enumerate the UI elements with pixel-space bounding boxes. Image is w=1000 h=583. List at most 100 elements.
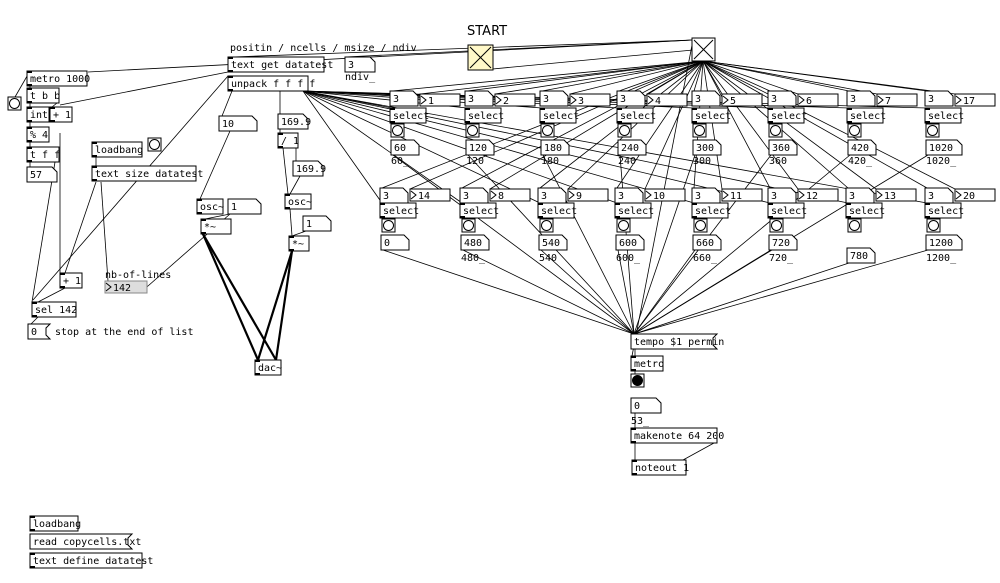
row1-val-2[interactable]: 180: [540, 139, 570, 156]
loader-loadbang-object[interactable]: loadbang: [29, 515, 81, 532]
row2-bang-3[interactable]: [616, 218, 631, 233]
mul-right-object[interactable]: *~: [288, 235, 310, 252]
row1-n-2[interactable]: 3: [539, 90, 569, 107]
row1-bang-2[interactable]: [540, 123, 555, 138]
main-toggle[interactable]: [691, 37, 716, 62]
row2-select-5[interactable]: select: [767, 202, 807, 219]
trigger-object[interactable]: t b b: [26, 87, 60, 104]
row1-select-0[interactable]: select: [389, 107, 429, 124]
num-1-left[interactable]: 1: [227, 198, 262, 215]
int-object[interactable]: int: [26, 106, 50, 123]
row1-n-4[interactable]: 3: [691, 90, 721, 107]
row2-n-1[interactable]: 3: [459, 187, 489, 204]
osc-right-object[interactable]: osc~: [284, 193, 312, 210]
metro-bang[interactable]: [7, 96, 22, 111]
row2-val-6[interactable]: 780: [846, 247, 876, 264]
stop-message[interactable]: 0: [27, 323, 52, 340]
row1-k-1[interactable]: 2: [494, 93, 536, 107]
row2-select-1[interactable]: select: [459, 202, 499, 219]
osc-left-object[interactable]: osc~: [196, 198, 224, 215]
row2-k-1[interactable]: 8: [489, 188, 531, 202]
metro-object[interactable]: metro 1000: [26, 70, 90, 87]
count-number[interactable]: 0: [630, 397, 662, 414]
row2-n-3[interactable]: 3: [614, 187, 644, 204]
row2-bang-4[interactable]: [693, 218, 708, 233]
row1-select-7[interactable]: select: [924, 107, 964, 124]
row2-n-7[interactable]: 3: [924, 187, 954, 204]
row1-select-3[interactable]: select: [616, 107, 656, 124]
row2-val-3[interactable]: 600: [615, 234, 645, 251]
row1-n-3[interactable]: 3: [616, 90, 646, 107]
row2-val-0[interactable]: 0: [380, 234, 410, 251]
row2-k-7[interactable]: 20: [954, 188, 996, 202]
ndiv-number[interactable]: 3: [344, 56, 376, 73]
start-toggle[interactable]: [467, 44, 494, 71]
row2-n-5[interactable]: 3: [767, 187, 797, 204]
row1-k-6[interactable]: 7: [876, 93, 918, 107]
loadbang-top-bang[interactable]: [147, 137, 162, 152]
row1-bang-3[interactable]: [617, 123, 632, 138]
makenote-object[interactable]: makenote 64 200: [630, 427, 724, 444]
row1-n-7[interactable]: 3: [924, 90, 954, 107]
row1-val-7[interactable]: 1020: [925, 139, 963, 156]
row2-select-2[interactable]: select: [537, 202, 577, 219]
row1-bang-1[interactable]: [465, 123, 480, 138]
row1-n-6[interactable]: 3: [846, 90, 876, 107]
row2-k-2[interactable]: 9: [567, 188, 609, 202]
tempo-message[interactable]: tempo $1 permin: [630, 333, 724, 350]
div-object[interactable]: / 1: [277, 132, 299, 149]
row1-select-5[interactable]: select: [767, 107, 807, 124]
mod-object[interactable]: % 4: [26, 126, 50, 143]
text-size-object[interactable]: text size datatest: [91, 165, 203, 182]
row1-bang-0[interactable]: [390, 123, 405, 138]
row1-val-3[interactable]: 240: [617, 139, 647, 156]
row2-k-6[interactable]: 13: [875, 188, 917, 202]
metro2-object[interactable]: metro: [630, 355, 664, 372]
row1-k-7[interactable]: 17: [954, 93, 996, 107]
row1-select-2[interactable]: select: [539, 107, 579, 124]
row2-n-2[interactable]: 3: [537, 187, 567, 204]
nb-of-lines-atom[interactable]: 142: [104, 280, 148, 294]
row1-val-1[interactable]: 120: [465, 139, 495, 156]
mul-left-object[interactable]: *~: [200, 218, 232, 235]
row2-k-4[interactable]: 11: [721, 188, 763, 202]
plus-one-object[interactable]: + 1: [49, 106, 73, 123]
define-object[interactable]: text define datatest: [29, 552, 153, 569]
row2-val-5[interactable]: 720: [768, 234, 798, 251]
row2-val-4[interactable]: 660: [692, 234, 722, 251]
metro2-bang[interactable]: [630, 373, 645, 388]
dac-object[interactable]: dac~: [254, 359, 282, 376]
num-1-right[interactable]: 1: [302, 215, 332, 232]
num-169b[interactable]: 169.9: [292, 160, 326, 177]
row2-select-6[interactable]: select: [845, 202, 885, 219]
plus-one-b-object[interactable]: + 1: [59, 272, 83, 289]
row1-bang-7[interactable]: [925, 123, 940, 138]
tff-object[interactable]: t f f: [26, 146, 60, 163]
row1-k-2[interactable]: 3: [569, 93, 611, 107]
row2-n-0[interactable]: 3: [379, 187, 409, 204]
row1-bang-4[interactable]: [692, 123, 707, 138]
row2-k-0[interactable]: 14: [409, 188, 451, 202]
row1-val-0[interactable]: 60: [390, 139, 420, 156]
sel-object[interactable]: sel 142: [31, 301, 77, 318]
row2-bang-5[interactable]: [769, 218, 784, 233]
row2-n-4[interactable]: 3: [691, 187, 721, 204]
num-10[interactable]: 10: [218, 115, 258, 132]
row2-val-7[interactable]: 1200: [925, 234, 963, 251]
row2-bang-0[interactable]: [381, 218, 396, 233]
row2-bang-1[interactable]: [461, 218, 476, 233]
counter-number[interactable]: 57: [26, 166, 58, 183]
row1-select-6[interactable]: select: [846, 107, 886, 124]
row2-val-2[interactable]: 540: [538, 234, 568, 251]
row2-k-3[interactable]: 10: [644, 188, 686, 202]
row2-k-5[interactable]: 12: [797, 188, 839, 202]
row2-bang-6[interactable]: [847, 218, 862, 233]
row1-val-4[interactable]: 300: [692, 139, 722, 156]
row1-k-4[interactable]: 5: [721, 93, 763, 107]
row2-val-1[interactable]: 480: [460, 234, 490, 251]
row1-val-6[interactable]: 420: [847, 139, 877, 156]
row1-bang-6[interactable]: [847, 123, 862, 138]
read-message[interactable]: read copycells.txt: [29, 533, 141, 550]
row1-n-1[interactable]: 3: [464, 90, 494, 107]
